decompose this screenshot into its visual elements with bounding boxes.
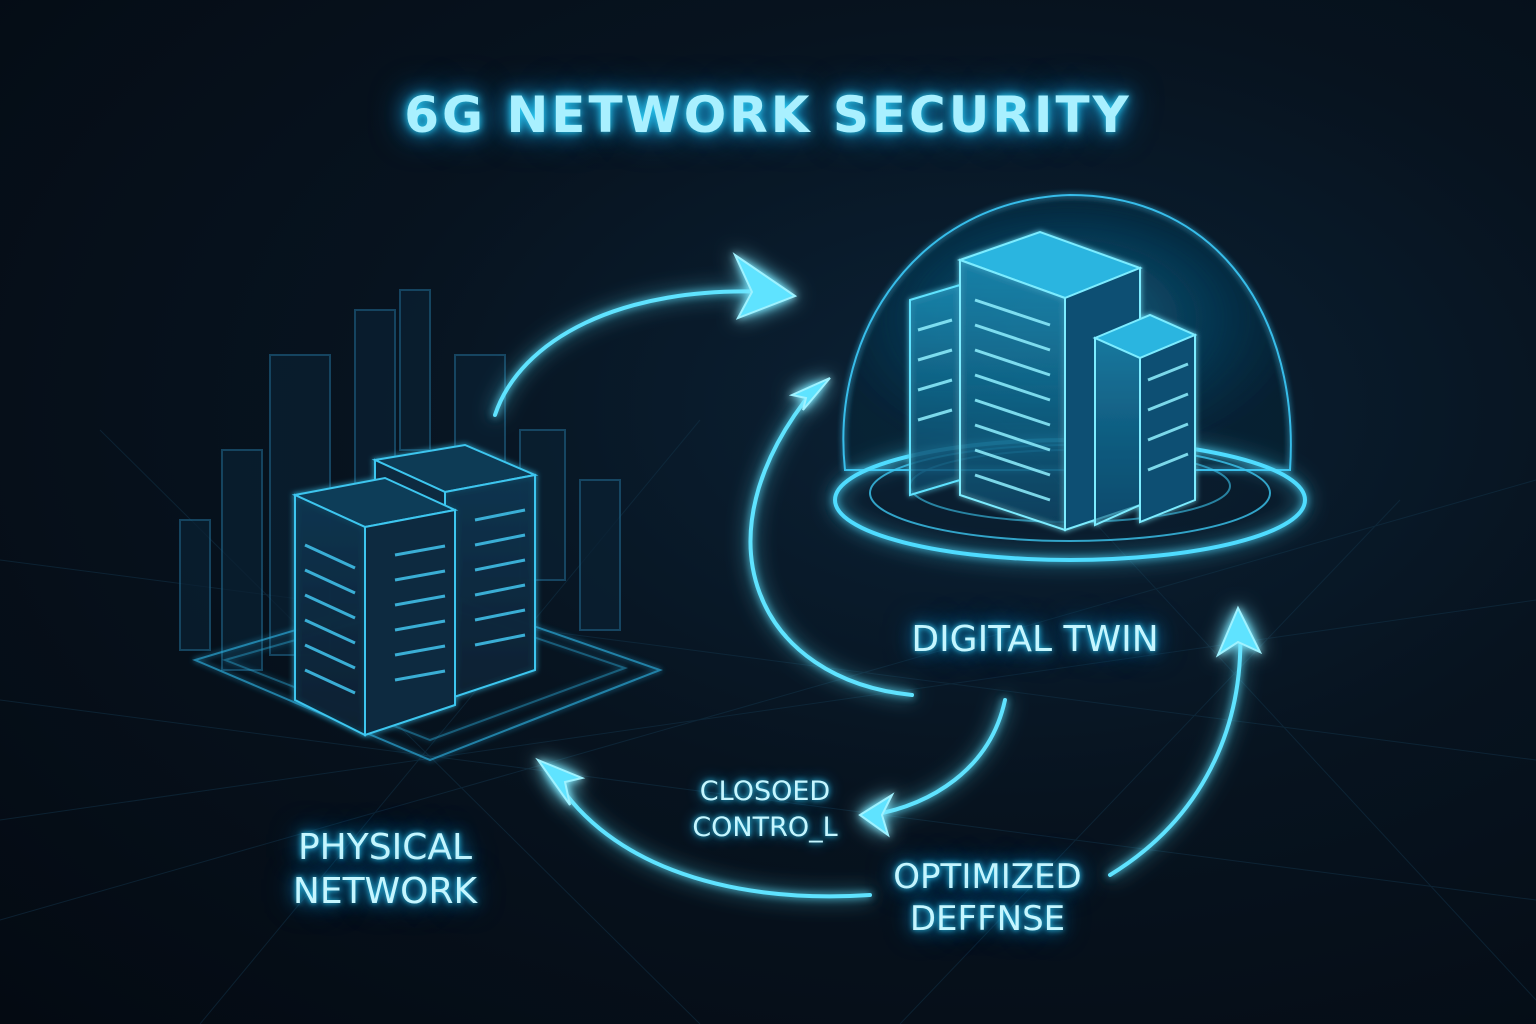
optimized-defense-line1: OPTIMIZED	[893, 857, 1082, 897]
tower-slots	[917, 298, 1189, 502]
arrowhead-up-left-icon	[788, 377, 831, 411]
arrowhead-left-icon	[858, 792, 895, 838]
digital-twin-towers	[909, 230, 1198, 532]
physical-server-racks	[291, 443, 539, 737]
arrowhead-right-icon	[732, 252, 798, 320]
arrow-twin-loop-left	[748, 386, 914, 697]
arrowhead-up-icon	[1215, 605, 1263, 658]
digital-twin-label: DIGITAL TWIN	[911, 619, 1159, 660]
diagram-title: 6G NETWORK SECURITY	[404, 86, 1132, 144]
arrowhead-down-left-icon	[535, 757, 586, 806]
closed-control-label: CLOSOED CONTRO_L	[675, 774, 855, 846]
arrow-defense-to-twin	[1108, 623, 1243, 877]
arrow-closed-control	[870, 698, 1007, 817]
physical-network-line2: NETWORK	[292, 871, 478, 912]
arrow-optimized-to-physical	[548, 768, 872, 899]
arrow-physical-to-twin	[493, 289, 772, 417]
optimized-defense-label: OPTIMIZED DEFFNSE	[870, 856, 1105, 940]
physical-network-line1: PHYSICAL	[297, 827, 473, 868]
arrow-heads	[535, 252, 1263, 838]
closed-control-line1: CLOSOED	[699, 776, 831, 807]
closed-control-line2: CONTRO_L	[692, 812, 838, 843]
rack-slots	[304, 508, 526, 695]
physical-network-label: PHYSICAL NETWORK	[265, 826, 505, 914]
flow-arrows	[493, 289, 1243, 899]
optimized-defense-line2: DEFFNSE	[909, 899, 1066, 939]
